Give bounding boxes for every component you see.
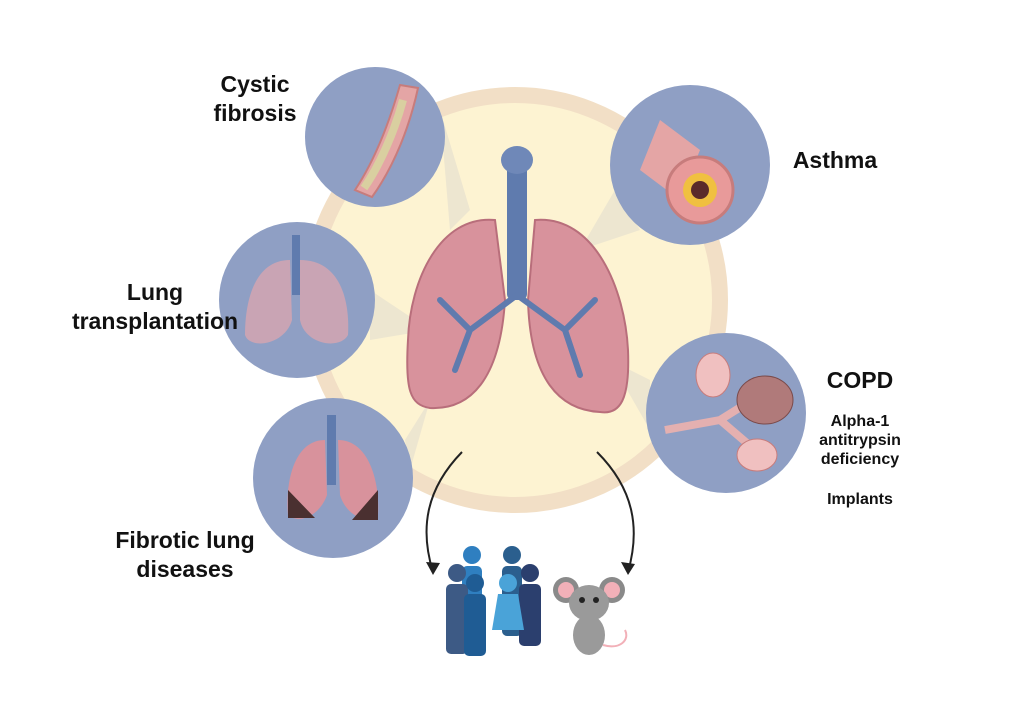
label-line: transplantation — [71, 307, 239, 334]
label-lung-transplantation: Lung transplantation — [60, 278, 250, 336]
note-line: Alpha-1 — [830, 413, 890, 430]
note-line: antitrypsin — [819, 432, 901, 450]
inset-copd — [646, 333, 806, 493]
label-line: Fibrotic lung — [115, 527, 255, 553]
copd-notes: Alpha-1 antitrypsin deficiency Implants — [800, 412, 920, 509]
mouse-icon — [553, 577, 628, 655]
inset-fibrotic — [253, 398, 413, 558]
label-line: diseases — [136, 555, 234, 582]
humans-icon — [446, 546, 541, 656]
label-line: Cystic — [220, 71, 290, 97]
label-fibrotic: Fibrotic lung diseases — [95, 526, 275, 584]
label-line: Lung — [126, 279, 184, 305]
trachea — [507, 150, 527, 300]
label-asthma: Asthma — [792, 147, 878, 173]
arrow-to-humans — [425, 451, 463, 573]
lungs-illustration — [406, 146, 630, 414]
label-cystic-fibrosis: Cystic fibrosis — [200, 70, 310, 128]
note-line: Implants — [827, 490, 893, 508]
inset-asthma — [610, 85, 770, 245]
arrow-to-mouse — [596, 451, 635, 573]
inset-lung-transplantation — [219, 222, 375, 378]
label-line: fibrosis — [213, 99, 297, 126]
inset-cystic-fibrosis — [305, 67, 445, 207]
note-line: deficiency — [820, 451, 900, 469]
label-copd: COPD — [826, 367, 894, 393]
